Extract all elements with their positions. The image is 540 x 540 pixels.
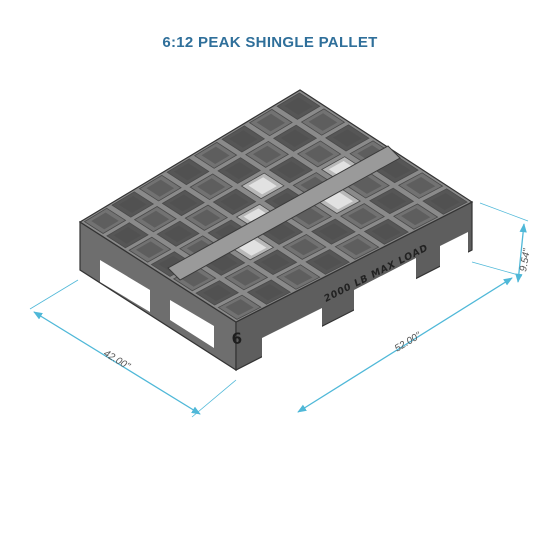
deck-cell-recess [197,178,226,196]
deck-cell-recess [164,225,192,243]
deck-cell-recess [352,176,382,194]
pallet-leg-cutout [100,260,150,312]
dimension-width-label: 42.00" [101,348,132,372]
deck-cell-recess [209,254,238,272]
deck-cell-recess [136,241,164,259]
deck-cell-recess [169,194,198,212]
dimension-line-width [33,311,201,415]
deck-cell-recess [180,270,209,287]
dimension-extension-line [191,379,237,418]
deck-cell-recess [342,238,372,256]
dimension-height: 9.54" [479,202,533,283]
deck-cell-recess [304,145,334,163]
deck-cell-recess [203,284,232,302]
deck-cell-recess [371,223,401,241]
deck-cell-recess [401,208,431,226]
deck-cell-recess [158,255,187,273]
deck-cell-recess [332,129,362,147]
page-title: 6:12 PEAK SHINGLE PALLET [162,34,378,51]
deck-cell-recess [248,177,277,195]
deck-cell-recess [141,210,170,228]
deck-cell-recess [284,97,313,116]
dimension-line-length [297,277,513,413]
dimension-extension-line [29,279,79,310]
deck-cell-recess [266,223,296,241]
dimension-line-height [515,223,527,283]
dimension-extension-line [479,202,529,222]
deck-cell-recess [238,239,267,256]
deck-cell-recess [225,161,254,180]
deck-cell-recess [256,113,286,132]
deck-cell-recess [405,177,436,195]
deck-cell-recess [215,224,244,242]
deck-cell-recess [280,129,310,148]
deck-cell-recess [290,238,319,256]
deck-cell-recess [348,207,377,225]
deck-cell-recess [254,284,284,301]
deck-cell-recess [283,268,313,286]
deck-cell-recess [276,161,306,179]
pallet-leg-cutout [440,232,468,268]
deck-cell-recess [252,145,282,164]
deck-grid [83,92,468,320]
deck-cell-recess [261,253,290,271]
deck-cell-recess [430,193,460,211]
dimension-extension-line [471,261,523,277]
deck-cell-recess [308,113,338,131]
dimension-height-label: 9.54" [518,248,533,273]
deck-cell-recess [232,269,261,286]
deck-cell-recess [319,223,348,241]
deck-cell-recess [225,299,254,316]
peak-ridge [167,145,401,281]
deck-cell-recess [243,208,272,226]
dimension-length-label: 52.00" [393,330,424,354]
deck-cell-recess [91,212,119,230]
deck-cell-recess [313,253,343,271]
deck-cell-recess [220,193,249,211]
deck-cell-recess [376,192,407,210]
deck-cell-recess [146,179,175,197]
deck-cell-recess [381,161,411,179]
deck-cell-recess [118,196,147,214]
deck-cell-recess [186,240,215,257]
corner-number: 6 [231,329,243,348]
deck-cell-recess [229,130,258,148]
deck-cell-recess [192,209,221,227]
deck-cell-recess [113,226,142,244]
deck-cell-recess [173,163,202,181]
pallet: 2000 LB MAX LOAD 6 [78,89,474,372]
deck-cell-recess [201,146,230,165]
